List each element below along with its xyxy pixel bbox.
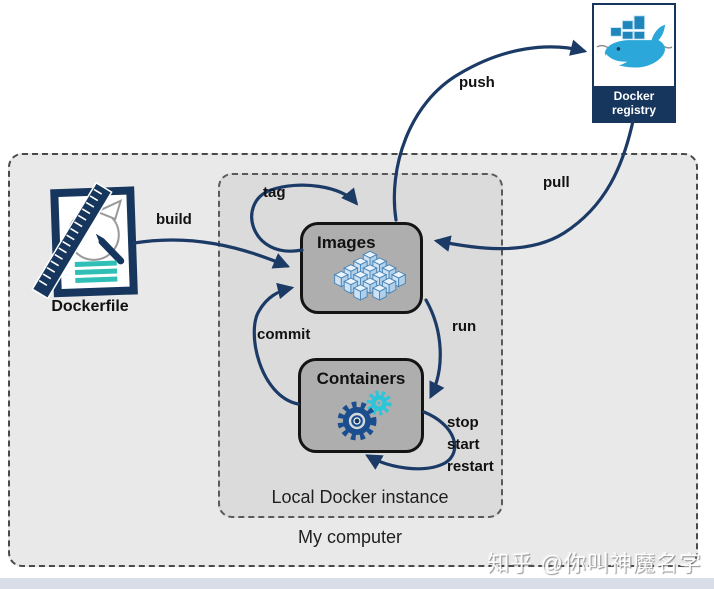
images-node: Images bbox=[300, 222, 423, 314]
containers-node: Containers bbox=[298, 358, 424, 453]
tag-label: tag bbox=[263, 184, 286, 201]
local-docker-instance-label: Local Docker instance bbox=[271, 487, 449, 507]
docker-whale-icon bbox=[594, 5, 674, 86]
stop-label: stop bbox=[447, 414, 479, 431]
docker-registry-label-line2: registry bbox=[611, 103, 657, 117]
zhihu-watermark: 知乎 @你叫神魔名字 bbox=[487, 551, 702, 576]
pull-label: pull bbox=[543, 174, 570, 191]
dockerfile-document-icon bbox=[30, 180, 148, 307]
docker-registry-label: Docker registry bbox=[594, 86, 674, 121]
start-label: start bbox=[447, 436, 480, 453]
run-label: run bbox=[452, 318, 477, 335]
restart-label: restart bbox=[447, 458, 494, 475]
docker-registry-node: Docker registry bbox=[592, 3, 676, 123]
build-label: build bbox=[156, 211, 192, 228]
dockerfile-label: Dockerfile bbox=[51, 298, 129, 315]
stacked-cubes-icon bbox=[327, 249, 413, 314]
docker-registry-label-line1: Docker bbox=[613, 89, 655, 103]
containers-label: Containers bbox=[316, 369, 406, 388]
my-computer-label: My computer bbox=[297, 527, 403, 547]
push-label: push bbox=[459, 74, 495, 91]
gears-icon bbox=[321, 383, 407, 446]
bottom-bar bbox=[0, 578, 714, 589]
commit-label: commit bbox=[257, 326, 311, 343]
